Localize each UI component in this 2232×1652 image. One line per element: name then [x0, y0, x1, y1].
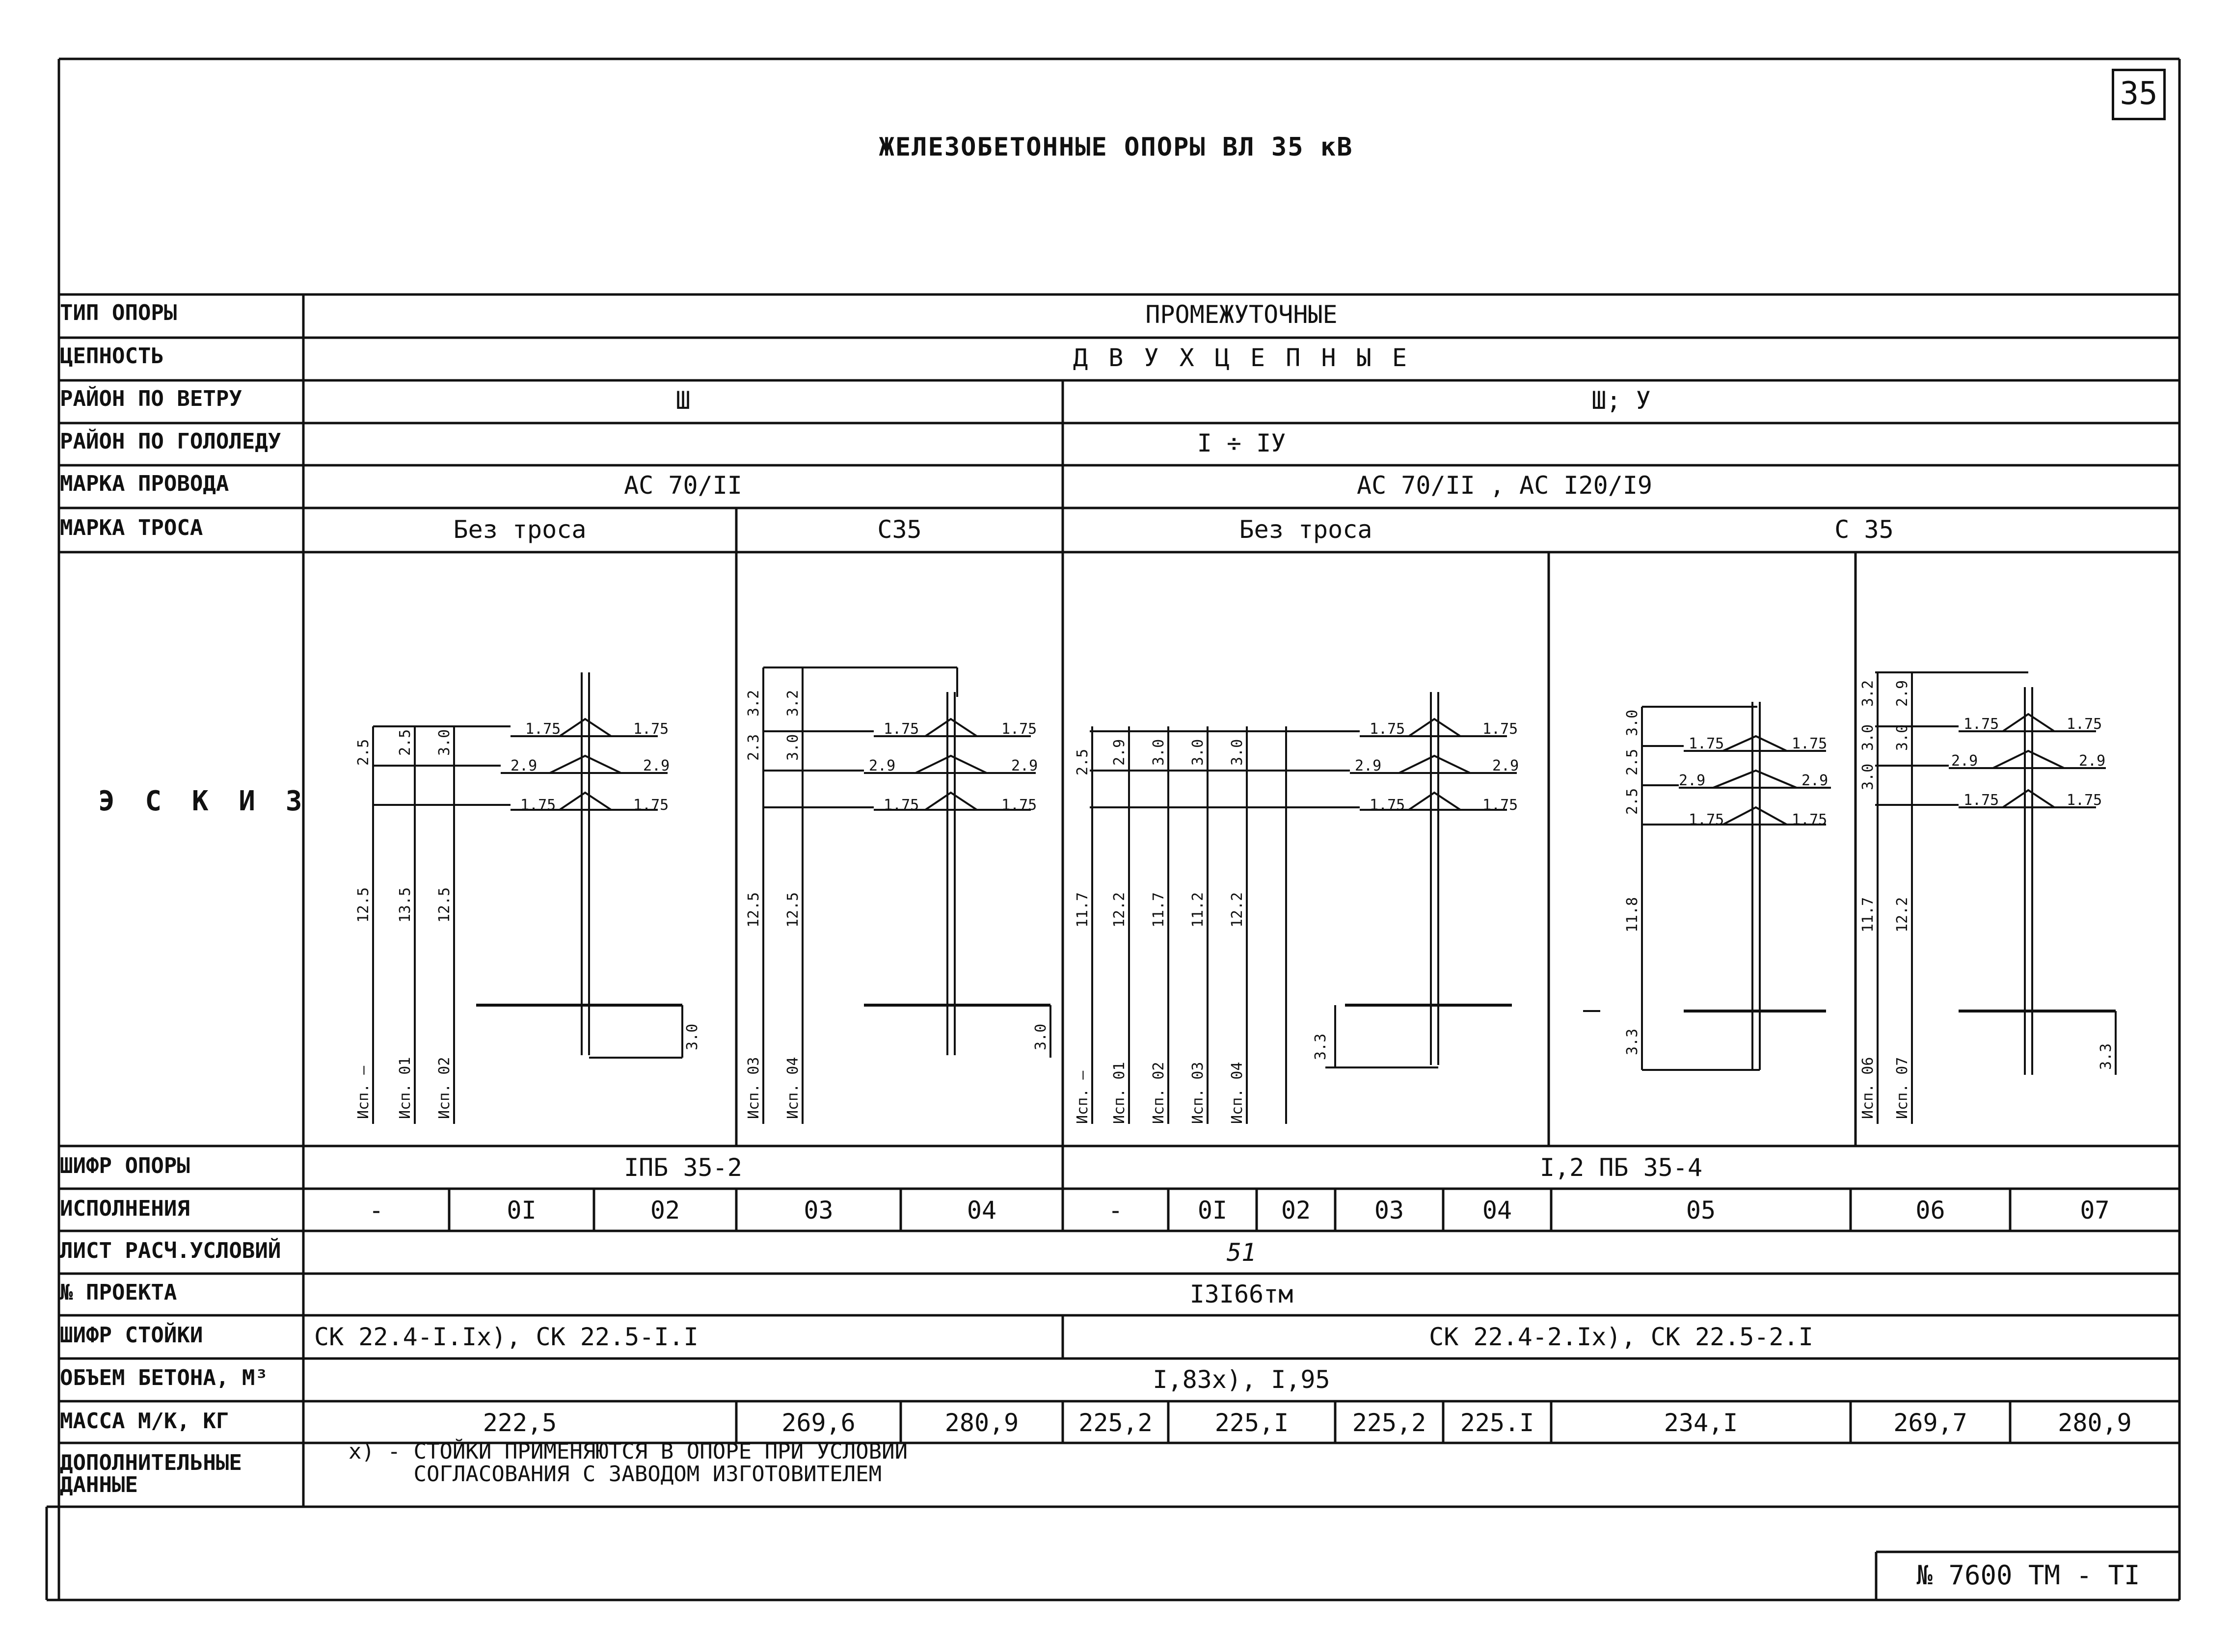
exec-cell: -: [1108, 1196, 1123, 1225]
exec-cell: 02: [650, 1196, 680, 1225]
mass-cell: 280,9: [944, 1409, 1019, 1437]
wire-right: АС 70/II , АС I20/I9: [1356, 471, 1653, 500]
circuit-value: Д В У Х Ц Е П Н Ы Е: [1073, 344, 1410, 372]
exec-cell: 04: [967, 1196, 997, 1225]
exec-cell: 03: [804, 1196, 834, 1225]
mass-cell: 234,I: [1664, 1409, 1738, 1437]
row-label-extra-2: ДАННЫЕ: [60, 1472, 138, 1497]
mass-cell: 269,7: [1893, 1409, 1967, 1437]
exec-cell: 05: [1686, 1196, 1716, 1225]
mass-cell: 225.I: [1460, 1409, 1534, 1437]
rope-1: Без троса: [453, 515, 587, 544]
footnote: х) - СТОЙКИ ПРИМЕНЯЮТСЯ В ОПОРЕ ПРИ УСЛО…: [349, 1439, 908, 1487]
mass-cell: 225,2: [1078, 1409, 1153, 1437]
exec-cell: -: [369, 1196, 384, 1225]
mass-cell: 222,5: [483, 1409, 557, 1437]
row-label-type: ТИП ОПОРЫ: [60, 300, 177, 325]
row-label-code: ШИФР ОПОРЫ: [60, 1153, 190, 1178]
exec-cell: 0I: [507, 1196, 537, 1225]
row-label-sheet: ЛИСТ РАСЧ.УСЛОВИЙ: [60, 1238, 281, 1263]
type-value: ПРОМЕЖУТОЧНЫЕ: [1145, 300, 1338, 329]
exec-cell: 02: [1281, 1196, 1311, 1225]
exec-cell: 04: [1482, 1196, 1512, 1225]
page-number: 35: [2112, 69, 2166, 120]
rope-3: Без троса: [1239, 515, 1372, 544]
post-right: СК 22.4-2.Iх), СК 22.5-2.I: [1429, 1323, 1813, 1351]
drawing-stamp: № 7600 ТМ - ТI: [1916, 1560, 2140, 1591]
mass-cell: 280,9: [2058, 1409, 2132, 1437]
code-right: I,2 ПБ 35-4: [1539, 1153, 1703, 1182]
row-label-circuit: ЦЕПНОСТЬ: [60, 344, 164, 369]
post-left: СК 22.4-I.Iх), СК 22.5-I.I: [314, 1323, 699, 1351]
row-label-wire: МАРКА ПРОВОДА: [60, 471, 229, 496]
row-label-mass: МАССА М/К, КГ: [60, 1409, 229, 1434]
mass-cell: 225,I: [1214, 1409, 1289, 1437]
row-label-exec: ИСПОЛНЕНИЯ: [60, 1196, 190, 1221]
exec-cell: 06: [1915, 1196, 1945, 1225]
wind-left: Ш: [675, 386, 691, 415]
code-left: IПБ 35-2: [624, 1153, 742, 1182]
rope-4: С 35: [1834, 515, 1894, 544]
row-label-sketch: Э С К И З: [98, 785, 309, 817]
rope-2: С35: [877, 515, 922, 544]
row-label-ice: РАЙОН ПО ГОЛОЛЕДУ: [60, 429, 281, 454]
wind-right: Ш; У: [1591, 386, 1651, 415]
row-label-post: ШИФР СТОЙКИ: [60, 1323, 203, 1348]
sheet-value: 51: [1226, 1238, 1257, 1267]
exec-cell: 07: [2080, 1196, 2110, 1225]
ice-value: I ÷ IУ: [1197, 429, 1286, 457]
row-label-project: № ПРОЕКТА: [60, 1280, 177, 1305]
row-label-volume: ОБЪЕМ БЕТОНА, М³: [60, 1365, 268, 1390]
row-label-wind: РАЙОН ПО ВЕТРУ: [60, 386, 242, 411]
project-value: I3I66тм: [1189, 1280, 1293, 1308]
exec-cell: 0I: [1197, 1196, 1228, 1225]
row-label-rope: МАРКА ТРОСА: [60, 515, 203, 540]
mass-cell: 269,6: [781, 1409, 856, 1437]
volume-value: I,83х), I,95: [1153, 1365, 1330, 1394]
page-title: ЖЕЛЕЗОБЕТОННЫЕ ОПОРЫ ВЛ 35 кВ: [879, 133, 1353, 162]
exec-cell: 03: [1374, 1196, 1404, 1225]
wire-left: АС 70/II: [624, 471, 742, 500]
row-label-extra-1: ДОПОЛНИТЕЛЬНЫЕ: [60, 1450, 242, 1475]
mass-cell: 225,2: [1352, 1409, 1426, 1437]
